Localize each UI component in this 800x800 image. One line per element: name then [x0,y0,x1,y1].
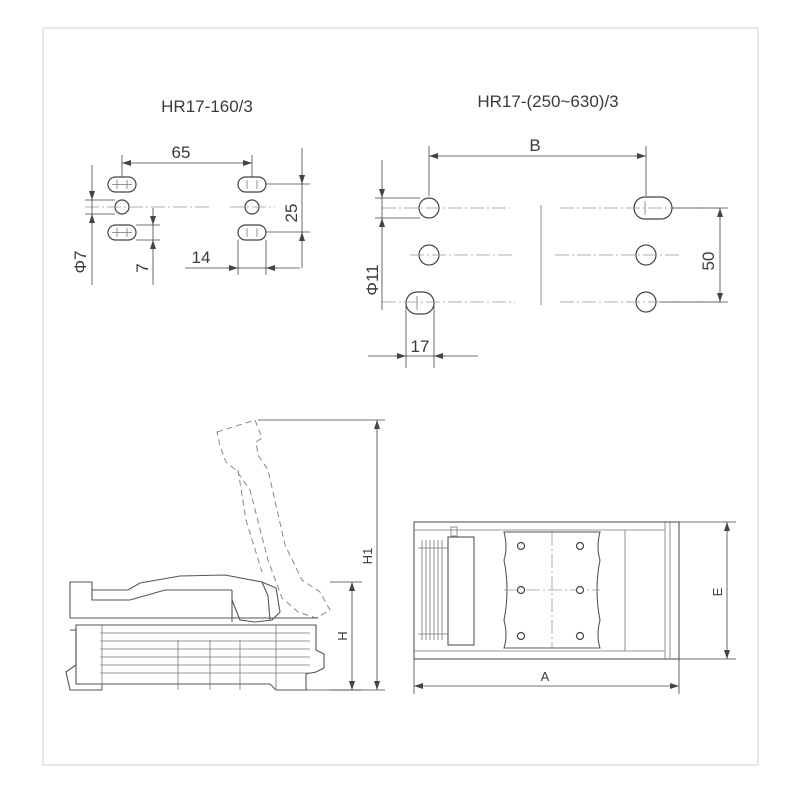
dimension-phi11: Φ11 [363,160,420,310]
fuse-base-body [65,624,325,691]
dimension-17-label: 17 [411,337,430,356]
dimension-7: 7 [133,208,160,285]
dimension-50-label: 50 [699,252,718,271]
drawing-frame [42,27,759,766]
dimension-50: 50 [660,207,728,303]
dimension-h: H [330,581,362,691]
dimension-a: A [413,659,680,694]
dimension-h1-label: H1 [360,548,375,565]
dimension-25: 25 [266,148,310,268]
drawing-title-250-630: HR17-(250~630)/3 [477,92,618,111]
fuse-base-top-outline [413,521,680,660]
dimension-25-label: 25 [282,204,301,223]
dimension-17: 17 [368,303,478,368]
mounting-plate [503,531,601,649]
top-view: A E [413,521,736,694]
dimension-14-label: 14 [192,248,211,267]
mounting-drawing-hr17-160: HR17-160/3 65 [71,97,310,285]
dimension-65-label: 65 [172,143,191,162]
dimension-b-label: B [529,136,540,155]
dimension-a-label: A [541,669,550,684]
dimension-phi7-label: Φ7 [71,250,90,273]
hole-pattern-250-630 [405,196,673,315]
dimension-h1: H1 [258,419,385,691]
dimension-65: 65 [121,143,253,177]
handle-open-position [216,419,331,619]
dimension-h-label: H [335,631,350,640]
dimension-phi7: Φ7 [71,165,115,285]
side-view: H1 H [65,419,385,691]
dimension-e: E [679,521,736,660]
dimension-e-label: E [710,587,725,596]
dimension-phi11-label: Φ11 [363,264,382,295]
drawing-title-160: HR17-160/3 [161,97,253,116]
dimension-b: B [428,136,647,196]
mounting-drawing-hr17-250-630: HR17-(250~630)/3 B [363,92,728,368]
dimension-14: 14 [185,240,300,275]
dimension-7-label: 7 [133,263,152,272]
hole-pattern-160 [107,176,267,241]
